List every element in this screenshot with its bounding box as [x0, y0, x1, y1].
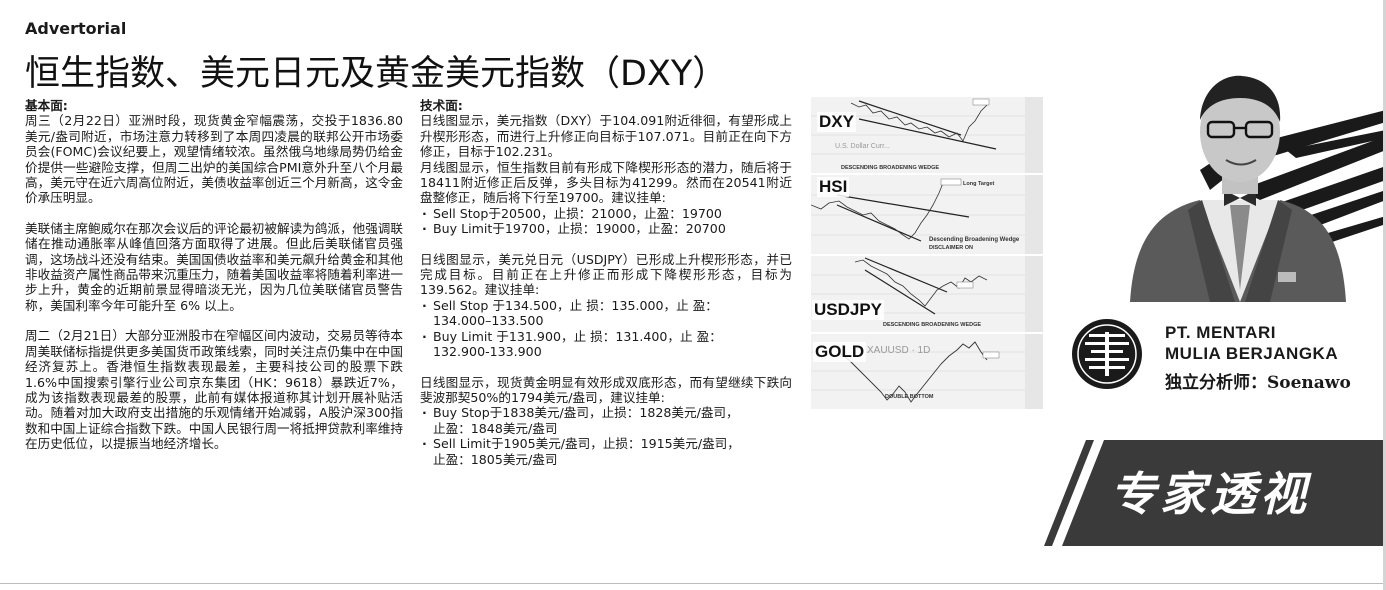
order-main: Buy Limit 于131.900，止 损：131.400，止 盈： [433, 328, 722, 344]
order-main: Sell Limit于1905美元/盎司，止损：1915美元/盎司， [433, 436, 740, 452]
gold-orders: Buy Stop于1838美元/盎司，止损：1828美元/盎司，止盈：1848美… [420, 405, 792, 467]
order-main: Buy Stop于1838美元/盎司，止损：1828美元/盎司， [433, 405, 739, 421]
technical-heading: 技术面: [420, 98, 463, 113]
company-logo-icon [1072, 319, 1142, 389]
chart-note: DESCENDING BROADENING WEDGE [841, 165, 940, 171]
hsi-orders: Sell Stop于20500，止损：21000，止盈：19700 Buy Li… [420, 206, 792, 237]
dxy-chart-graphic [811, 97, 1043, 173]
company-name-line-2: MULIA BERJANGKA [1165, 344, 1339, 363]
chart-note: DOUBLE BOTTOM [885, 394, 934, 400]
list-item: Sell Stop于20500，止损：21000，止盈：19700 [420, 206, 792, 222]
hsi-chart-graphic [811, 175, 1043, 254]
order-main: Sell Stop 于134.500，止 损：135.000，止 盈： [433, 297, 718, 313]
usdjpy-chart-graphic [811, 256, 1043, 332]
chart-watermark: U.S. Dollar Curr... [835, 143, 890, 150]
right-edge-divider [1383, 0, 1386, 590]
list-item: Buy Limit 于131.900，止 损：131.400，止 盈：132.9… [420, 329, 792, 360]
list-item: Sell Limit于1905美元/盎司，止损：1915美元/盎司，止盈：180… [420, 436, 792, 467]
usdjpy-chart: USDJPY DESCENDING BROADENING WEDGE [811, 256, 1043, 332]
list-item: Sell Stop 于134.500，止 损：135.000，止 盈：134.0… [420, 298, 792, 329]
fundamental-paragraph-1: 周三（2月22日）亚洲时段，现货黄金窄幅震荡，交投于1836.80美元/盎司附近… [25, 113, 403, 206]
company-name-line-1: PT. MENTARI [1165, 323, 1276, 342]
gold-analysis: 日线图显示，现货黄金明显有效形成双底形态，而有望继续下跌向斐波那契50%的179… [420, 374, 792, 405]
chart-note: Descending Broadening Wedge [929, 237, 1020, 243]
fundamental-column: 基本面: 周三（2月22日）亚洲时段，现货黄金窄幅震荡，交投于1836.80美元… [25, 98, 403, 467]
chart-target: Long Target [963, 181, 995, 187]
usdjpy-orders: Sell Stop 于134.500，止 损：135.000，止 盈：134.0… [420, 298, 792, 360]
dxy-chart: DXY U.S. Dollar Curr... DESCENDING BROAD… [811, 97, 1043, 173]
gold-chart-graphic [811, 334, 1043, 409]
chart-label: USDJPY [812, 300, 885, 320]
order-sub: 132.900-133.900 [433, 344, 542, 360]
hsi-chart: HSI Long Target Descending Broadening We… [811, 175, 1043, 254]
chart-thumbnails: DXY U.S. Dollar Curr... DESCENDING BROAD… [811, 97, 1043, 409]
chart-label: GOLD [813, 342, 867, 362]
advertorial-label: Advertorial [25, 19, 127, 38]
bottom-divider [0, 583, 1386, 584]
analyst-portrait [1130, 75, 1386, 302]
order-sub: 止盈：1848美元/盎司 [433, 420, 558, 436]
dxy-analysis: 日线图显示，美元指数（DXY）于104.091附近徘徊，有望形成上升楔形形态，而… [420, 113, 792, 160]
hsi-analysis: 月线图显示，恒生指数目前有形成下降楔形形态的潜力，随后将于18411附近修正后反… [420, 159, 792, 206]
technical-column: 技术面: 日线图显示，美元指数（DXY）于104.091附近徘徊，有望形成上升楔… [420, 98, 792, 482]
order-sub: 止盈：1805美元/盎司 [433, 451, 558, 467]
order-sub: 134.000–133.500 [433, 313, 544, 329]
fundamental-paragraph-3: 周二（2月21日）大部分亚洲股市在窄幅区间内波动，交易员等待本周美联储标指提供更… [25, 328, 403, 452]
fundamental-paragraph-2: 美联储主席鲍威尔在那次会议后的评论最初被解读为鸽派，他强调联储在推动通胀率从峰值… [25, 220, 403, 313]
chart-label: DXY [817, 112, 856, 132]
chart-note-secondary: DISCLAIMER ON [929, 245, 973, 251]
list-item: Buy Stop于1838美元/盎司，止损：1828美元/盎司，止盈：1848美… [420, 405, 792, 436]
gold-chart: GOLD XAUUSD · 1D DOUBLE BOTTOM [811, 334, 1043, 409]
fundamental-heading: 基本面: [25, 98, 68, 113]
list-item: Buy Limit于19700，止损：19000，止盈：20700 [420, 221, 792, 237]
expert-banner [1044, 440, 1386, 546]
chart-note: DESCENDING BROADENING WEDGE [883, 322, 982, 328]
banner-title: 专家透视 [1110, 467, 1310, 521]
headline: 恒生指数、美元日元及黄金美元指数（DXY） [25, 54, 728, 94]
analyst-credit: 独立分析师：Soenawo [1165, 373, 1351, 393]
chart-watermark: XAUUSD · 1D [867, 345, 931, 356]
usdjpy-analysis: 日线图显示，美元兑日元（USDJPY）已形成上升楔形形态，并已完成目标。目前正在… [420, 251, 792, 298]
chart-label: HSI [817, 177, 850, 197]
